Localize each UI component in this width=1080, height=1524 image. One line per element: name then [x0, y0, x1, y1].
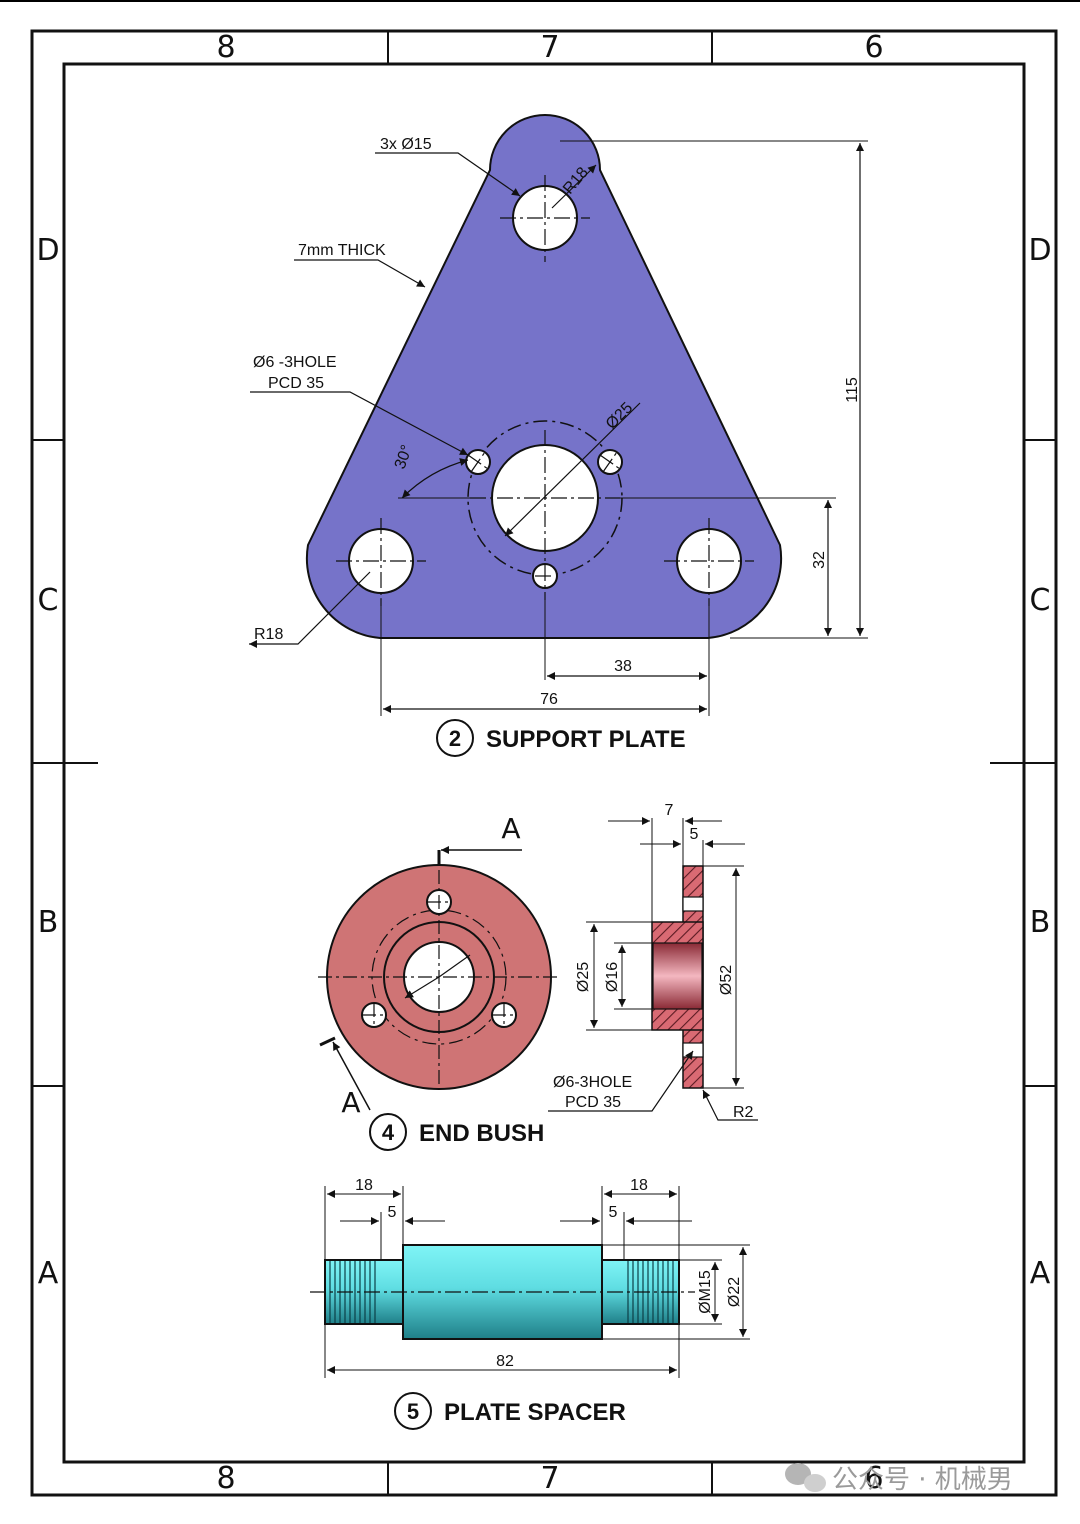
end-bush-section-bore: [652, 942, 703, 1010]
dim-right-thread-18: 18: [630, 1177, 648, 1194]
row-label-a-left: A: [38, 1256, 59, 1291]
col-label-7-top: 7: [540, 30, 559, 65]
end-bush-title: END BUSH: [419, 1120, 544, 1147]
row-label-c-left: C: [38, 583, 59, 618]
dim-bush-flange-52: Ø52: [718, 965, 735, 995]
dim-bush-bore-16: Ø16: [604, 962, 621, 992]
row-label-a-right: A: [1030, 1256, 1051, 1291]
column-labels: 8 7 6 8 7 6: [216, 30, 883, 1496]
dim-bush-flange-5: 5: [690, 826, 699, 843]
note-3x-holes: 3x Ø15: [380, 136, 432, 153]
dim-bush-length-7: 7: [665, 802, 674, 819]
wechat-icon: [785, 1463, 826, 1492]
watermark-text: 公众号 · 机械男: [832, 1465, 1013, 1495]
support-plate-body: [305, 114, 783, 639]
note-small-holes-line1: Ø6 -3HOLE: [253, 354, 337, 371]
row-label-c-right: C: [1030, 583, 1051, 618]
dim-height-115: 115: [844, 377, 861, 403]
note-thickness: 7mm THICK: [298, 242, 386, 259]
dim-body-22: Ø22: [726, 1277, 743, 1307]
note-small-holes-line2: PCD 35: [268, 375, 324, 392]
plate-spacer-title: PLATE SPACER: [444, 1399, 626, 1426]
col-label-6-top: 6: [864, 30, 883, 65]
dim-center-32: 32: [811, 551, 828, 569]
dim-bush-od-25: Ø25: [575, 962, 592, 992]
dim-right-undercut-5: 5: [609, 1204, 618, 1221]
dim-left-undercut-5: 5: [388, 1204, 397, 1221]
watermark: 公众号 · 机械男: [785, 1463, 1013, 1495]
dim-thread-m15: ØM15: [697, 1270, 714, 1314]
col-label-8-top: 8: [216, 30, 235, 65]
end-bush-item-number: 4: [382, 1120, 395, 1145]
end-bush-balloon: [369, 1113, 407, 1151]
note-bush-radius: R2: [733, 1104, 754, 1121]
row-label-d-left: D: [36, 233, 59, 268]
support-plate-view: 3x Ø15 R18 7mm THICK Ø6 -3HOLE PCD 35 Ø2…: [249, 114, 868, 757]
support-plate-centerlines: [336, 175, 754, 606]
dim-left-thread-18: 18: [355, 1177, 373, 1194]
plate-spacer-balloon: [394, 1392, 432, 1430]
end-bush-section: [651, 865, 704, 1089]
col-label-8-bottom: 8: [216, 1461, 235, 1496]
plate-spacer-view: 18 5 18 5 ØM15 Ø22 82 5 PLATE SPACER: [310, 1177, 750, 1430]
col-label-7-bottom: 7: [540, 1461, 559, 1496]
note-bottom-radius: R18: [254, 626, 283, 643]
dim-spacer-82: 82: [496, 1353, 514, 1370]
support-plate-item-number: 2: [449, 726, 461, 751]
section-label-a-bottom: A: [341, 1086, 360, 1119]
support-plate-balloon: [436, 719, 474, 757]
end-bush-view: A A 7: [318, 802, 758, 1151]
row-labels: D C B A D C B A: [36, 233, 1051, 1291]
col-label-6-bottom: 6: [864, 1461, 883, 1496]
dim-38: 38: [614, 658, 632, 675]
row-label-b-right: B: [1030, 905, 1051, 940]
note-bush-holes-line2: PCD 35: [565, 1094, 621, 1111]
row-label-d-right: D: [1028, 233, 1051, 268]
section-label-a-top: A: [501, 812, 520, 845]
dim-76: 76: [540, 691, 558, 708]
support-plate-title: SUPPORT PLATE: [486, 726, 686, 753]
note-bush-holes-line1: Ø6-3HOLE: [553, 1074, 632, 1091]
plate-spacer-item-number: 5: [407, 1399, 419, 1424]
row-label-b-left: B: [38, 905, 59, 940]
